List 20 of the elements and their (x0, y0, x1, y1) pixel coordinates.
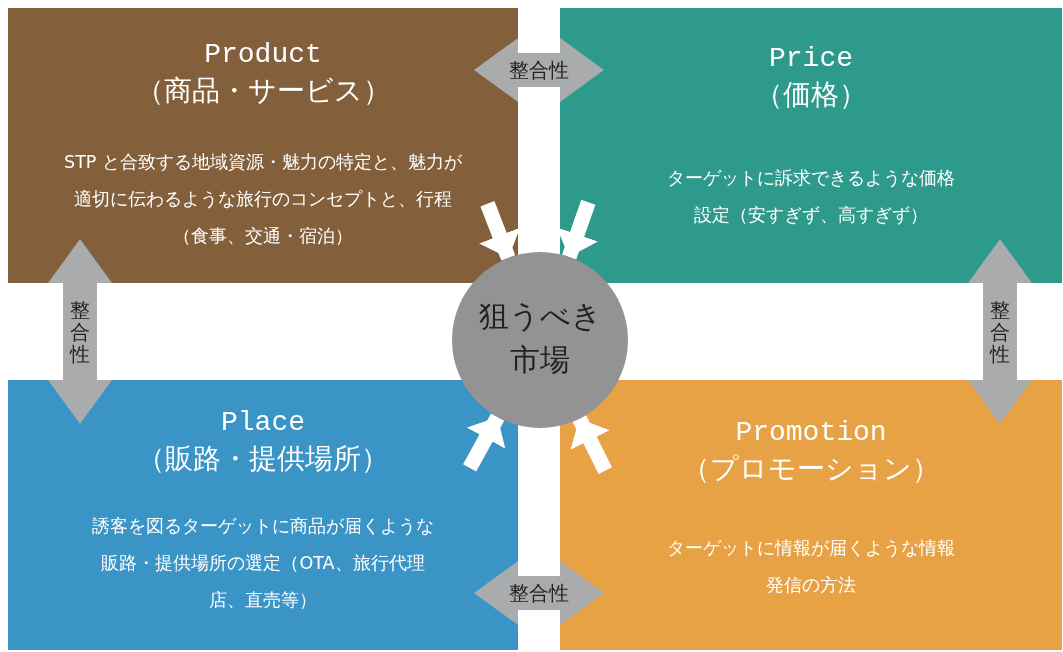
edge-label: 整合性 (509, 56, 569, 84)
heading: Price （価格） (754, 42, 868, 114)
arrow (463, 413, 506, 472)
arrow (570, 415, 612, 474)
double-arrow (474, 38, 604, 102)
double-arrow (968, 239, 1032, 424)
heading: Product （商品・サービス） (134, 38, 392, 110)
description: STP と合致する地域資源・魅力の特定と、魅力が適切に伝わるような旅行のコンセプトと、行程（食事、交通・宿泊） (63, 151, 463, 248)
edge-label: 整合性 (70, 298, 90, 365)
market-label: 狙うべき市場 (477, 297, 603, 379)
double-arrow (48, 239, 112, 424)
description: ターゲットに情報が届くような情報発信の方法 (666, 537, 956, 597)
heading: Promotion （プロモーション） (681, 416, 941, 488)
description: ターゲットに訴求できるような価格設定（安すぎず、高すぎず） (666, 167, 956, 227)
double-arrow (474, 561, 604, 625)
heading: Place （販路・提供場所） (136, 406, 390, 478)
edge-label: 整合性 (990, 298, 1010, 365)
description: 誘客を図るターゲットに商品が届くような販路・提供場所の選定（OTA、旅行代理店、直売等） (91, 515, 435, 612)
arrow (479, 201, 521, 261)
edge-label: 整合性 (509, 579, 569, 607)
